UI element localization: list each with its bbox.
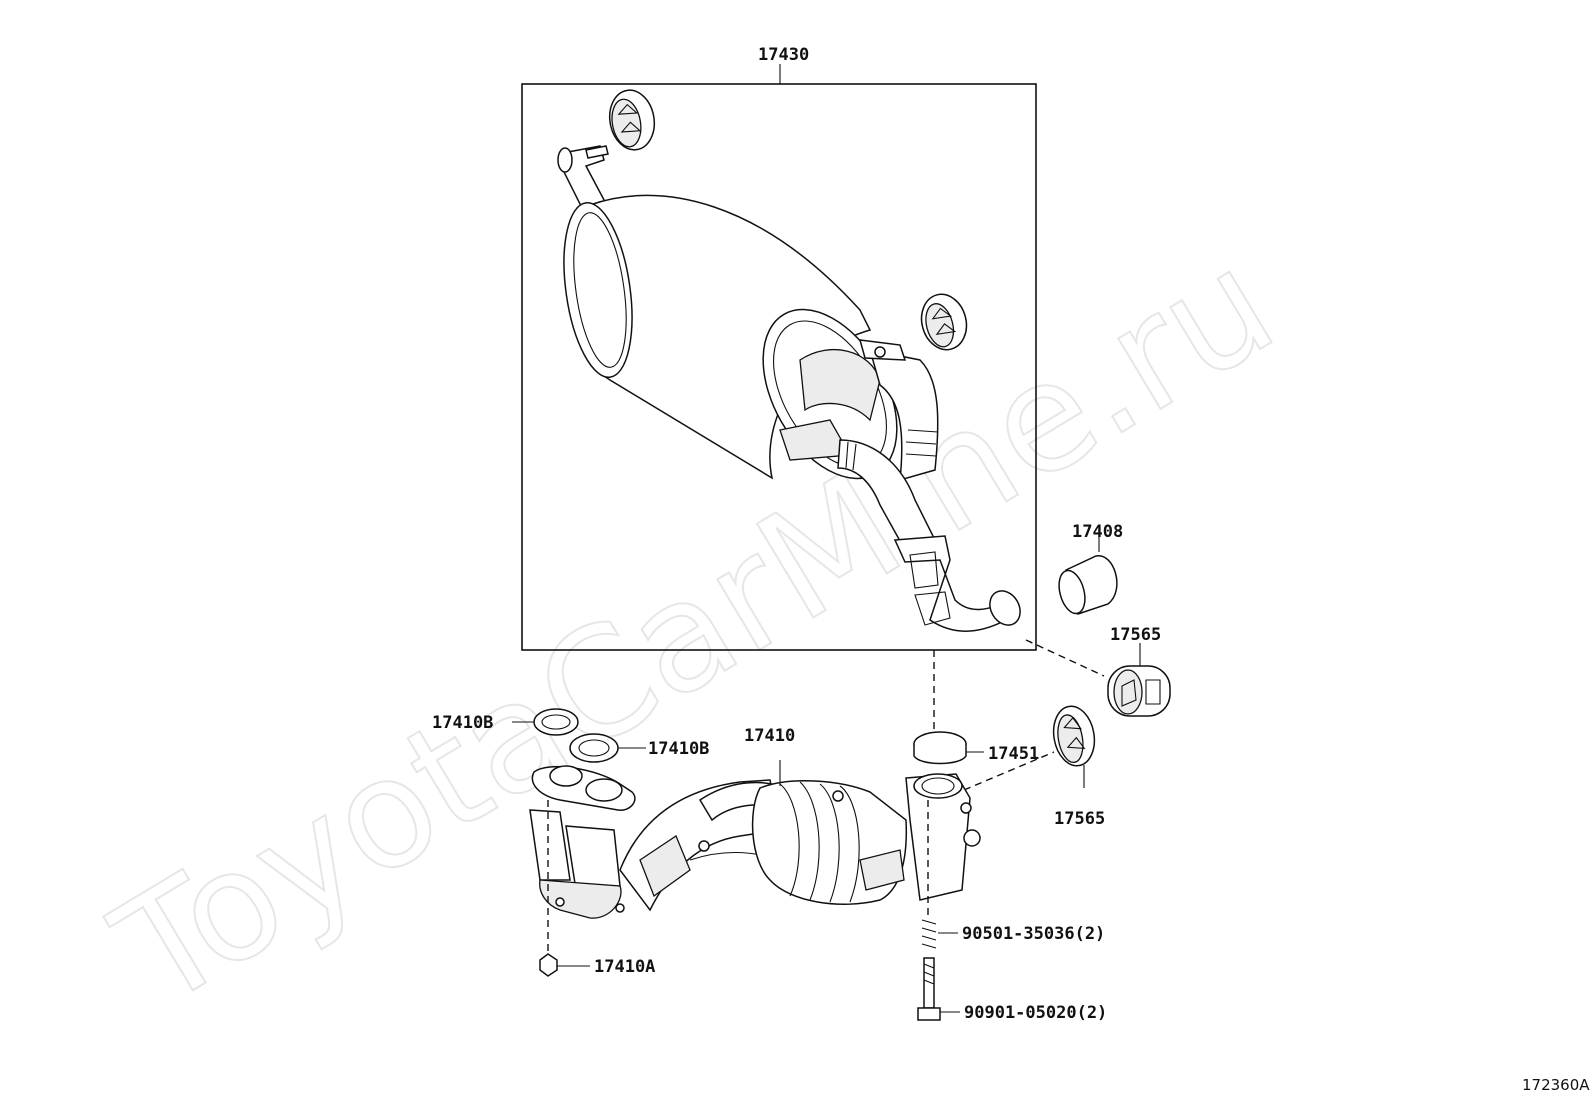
dash-17565-top — [1025, 639, 1105, 677]
callout-17408: 17408 — [1072, 522, 1123, 542]
nut-17410A — [539, 953, 590, 977]
gasket-17451 — [913, 731, 984, 765]
part-17565-top-hanger — [1107, 643, 1171, 717]
muffler-drawing — [557, 89, 1021, 632]
reference-code: 172360A — [1522, 1076, 1590, 1094]
callout-90501-35036: 90501-35036(2) — [962, 924, 1105, 944]
hanger-rubber-mid — [920, 293, 968, 351]
part-17408-ring — [1058, 530, 1118, 615]
callout-90901-05020: 90901-05020(2) — [964, 1003, 1107, 1023]
callout-17410B-a: 17410B — [432, 713, 493, 733]
front-pipe-converter-drawing — [529, 760, 981, 919]
muffler-assembly-frame — [521, 83, 1037, 651]
callout-17410B-b: 17410B — [648, 739, 709, 759]
callout-17565-bottom: 17565 — [1054, 809, 1105, 829]
callout-17410A: 17410A — [594, 957, 655, 977]
spring-90501-35036 — [921, 919, 958, 949]
part-17565-bottom-hanger — [1052, 705, 1096, 788]
gasket-17410B-a — [512, 708, 579, 736]
callout-17565-top: 17565 — [1110, 625, 1161, 645]
dash-17565-bottom — [963, 751, 1055, 791]
gasket-17410B-b — [569, 733, 646, 763]
bolt-90901-05020 — [917, 957, 960, 1021]
callout-17430: 17430 — [758, 45, 809, 65]
callout-17451: 17451 — [988, 744, 1039, 764]
callout-17410: 17410 — [744, 726, 795, 746]
